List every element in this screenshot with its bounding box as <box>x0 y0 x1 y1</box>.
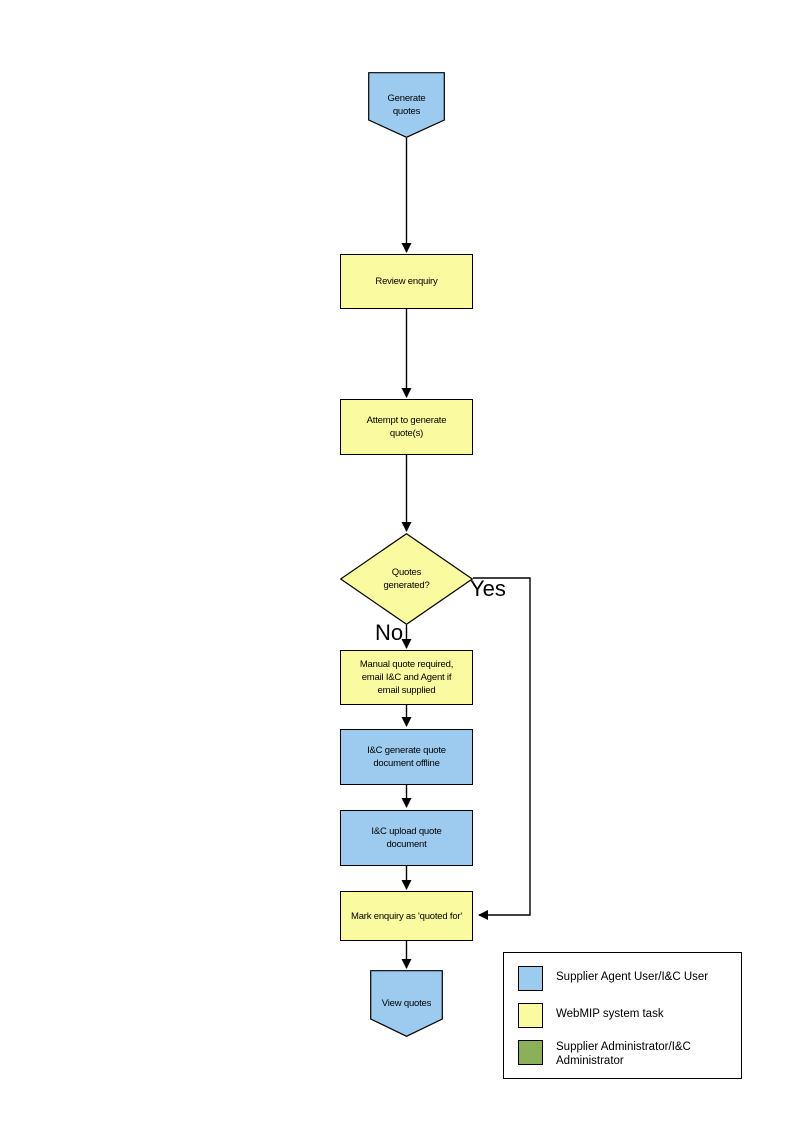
node-ic-generate-quote-offline[interactable]: I&C generate quote document offline <box>340 729 473 785</box>
node-generate-quotes[interactable]: Generate quotes <box>368 72 445 138</box>
branch-label-yes: Yes <box>470 576 506 601</box>
legend-swatch-blue <box>518 966 543 991</box>
node-mark-enquiry-quoted-for[interactable]: Mark enquiry as 'quoted for' <box>340 891 473 941</box>
node-label: Review enquiry <box>375 276 438 287</box>
node-label: I&C generate quote document offline <box>367 745 446 769</box>
node-label: Attempt to generate quote(s) <box>366 415 447 439</box>
node-label: View quotes <box>381 998 432 1009</box>
pentagon-shape <box>368 72 445 138</box>
legend-swatch-green <box>518 1040 543 1065</box>
branch-label-no: No <box>375 620 404 645</box>
legend: Supplier Agent User/I&C User WebMIP syst… <box>503 952 742 1079</box>
legend-item-supplier-agent-user: Supplier Agent User/I&C User <box>518 966 708 991</box>
edge-decision-yes-mark <box>473 577 531 920</box>
legend-label: Supplier Agent User/I&C User <box>556 971 709 983</box>
node-label: Quotes generated? <box>383 567 430 591</box>
node-view-quotes[interactable]: View quotes <box>370 970 443 1037</box>
node-manual-quote-required[interactable]: Manual quote required, email I&C and Age… <box>340 650 473 705</box>
legend-label: Supplier Administrator/I&C Administrator <box>556 1041 691 1067</box>
node-label: Generate quotes <box>387 93 426 117</box>
legend-label: WebMIP system task <box>556 1008 664 1020</box>
node-review-enquiry[interactable]: Review enquiry <box>340 254 473 309</box>
node-attempt-generate-quotes[interactable]: Attempt to generate quote(s) <box>340 399 473 455</box>
legend-item-supplier-administrator: Supplier Administrator/I&C Administrator <box>518 1040 691 1068</box>
node-label: I&C upload quote document <box>371 826 442 850</box>
node-label: Manual quote required, email I&C and Age… <box>359 659 454 696</box>
diamond-shape <box>340 533 473 625</box>
node-quotes-generated-decision[interactable]: Quotes generated? <box>340 533 473 625</box>
legend-swatch-yellow <box>518 1003 543 1028</box>
legend-item-webmip-system-task: WebMIP system task <box>518 1003 664 1028</box>
node-label: Mark enquiry as 'quoted for' <box>350 910 463 922</box>
pentagon-shape <box>370 970 443 1037</box>
node-ic-upload-quote-document[interactable]: I&C upload quote document <box>340 810 473 866</box>
